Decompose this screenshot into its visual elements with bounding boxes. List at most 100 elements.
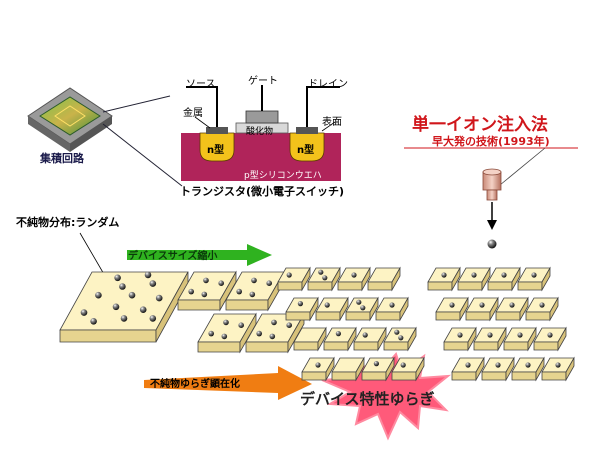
implanter-nozzle bbox=[486, 189, 498, 201]
impurity-atom bbox=[149, 315, 157, 322]
impurity-atom bbox=[203, 277, 209, 284]
drain-contact bbox=[296, 127, 318, 134]
device-block-side bbox=[347, 326, 357, 352]
chip-caption: 集積回路 bbox=[40, 152, 84, 165]
impurity-atom bbox=[539, 302, 545, 308]
impurity-atom bbox=[139, 306, 147, 314]
device-block-side bbox=[511, 266, 521, 292]
impurity-atom bbox=[441, 272, 447, 278]
implanter-top bbox=[482, 168, 502, 176]
surface-leader bbox=[321, 121, 336, 132]
impurity-atom bbox=[238, 322, 244, 329]
device-block-side bbox=[519, 296, 529, 322]
device-block-side bbox=[481, 266, 491, 292]
device-block-front bbox=[293, 341, 319, 351]
impurity-atom bbox=[373, 361, 379, 367]
n-region-source bbox=[199, 132, 235, 162]
device-block-side bbox=[377, 326, 387, 352]
device-block-side bbox=[317, 326, 327, 352]
device-block-front bbox=[465, 311, 491, 321]
drain-wire bbox=[306, 86, 340, 127]
device-block-front bbox=[375, 311, 401, 321]
impurity-atom bbox=[517, 332, 523, 338]
impurity-atom bbox=[114, 274, 121, 282]
impurity-atom bbox=[351, 272, 357, 278]
impurity-atom bbox=[271, 319, 277, 326]
source-wire bbox=[186, 86, 218, 127]
device-block-front bbox=[177, 299, 221, 311]
impurity-atom bbox=[362, 332, 368, 338]
device-block-front bbox=[285, 311, 311, 321]
ic-chip bbox=[27, 87, 113, 152]
device-block-side bbox=[399, 296, 409, 322]
n-type-source-label: n型 bbox=[207, 145, 225, 156]
device-block-side bbox=[459, 296, 469, 322]
impurity-atom bbox=[297, 301, 303, 307]
source-label: ソース bbox=[186, 79, 216, 90]
impurity-atom bbox=[128, 291, 136, 299]
impurity-atom bbox=[479, 302, 485, 308]
device-block-front bbox=[391, 371, 417, 381]
device-block-front bbox=[427, 281, 453, 291]
impurity-atom bbox=[155, 294, 163, 302]
impurity-atom bbox=[449, 302, 455, 308]
zoom-line-top bbox=[102, 95, 171, 113]
device-shrink-label: デバイスサイズ縮小 bbox=[128, 251, 218, 262]
device-block-side bbox=[385, 356, 395, 382]
ion-beam-arrowhead bbox=[487, 220, 497, 230]
device-block-front bbox=[451, 371, 477, 381]
device-block-front bbox=[525, 311, 551, 321]
impurity-atom bbox=[356, 299, 362, 305]
device-block-side bbox=[287, 312, 305, 354]
impurity-atom bbox=[360, 305, 366, 311]
device-block-front bbox=[337, 281, 363, 291]
device-block-side bbox=[565, 356, 575, 382]
device-block-front bbox=[353, 341, 379, 351]
ion-method-subtitle: 早大発の技術(1993年) bbox=[432, 135, 550, 148]
device-block-side bbox=[527, 326, 537, 352]
device-block-side bbox=[451, 266, 461, 292]
device-block-front bbox=[517, 281, 543, 291]
impurity-atom bbox=[400, 362, 406, 368]
impurity-atom bbox=[394, 329, 400, 335]
device-block-front bbox=[197, 341, 241, 353]
impurity-atom bbox=[495, 362, 501, 368]
impurity-atom bbox=[286, 322, 293, 329]
oxide-label: 酸化物 bbox=[246, 127, 274, 137]
device-block-side bbox=[309, 296, 319, 322]
device-block-front bbox=[331, 371, 357, 381]
impurity-atom bbox=[218, 280, 224, 287]
device-block-side bbox=[361, 266, 371, 292]
impurity-atom bbox=[120, 315, 128, 322]
chip-package-side-left bbox=[28, 116, 70, 152]
metal-label: 金属 bbox=[183, 108, 203, 119]
single-ion bbox=[487, 239, 497, 249]
device-block-side bbox=[557, 326, 567, 352]
impurity-atom bbox=[555, 362, 561, 368]
device-block-front bbox=[503, 341, 529, 351]
device-block-side bbox=[331, 266, 341, 292]
device-block-front bbox=[59, 329, 157, 343]
impurity-emerge-arrow bbox=[144, 366, 312, 400]
n-type-drain-label: n型 bbox=[297, 145, 315, 156]
impurity-atom bbox=[324, 302, 330, 308]
n-region-drain bbox=[289, 132, 325, 162]
device-block-front bbox=[473, 341, 499, 351]
drain-label: ドレイン bbox=[308, 79, 348, 90]
device-block-side bbox=[475, 356, 485, 382]
impurity-atom bbox=[398, 335, 404, 341]
chip-die-core bbox=[54, 105, 86, 127]
impurity-atom bbox=[223, 319, 229, 326]
impurity-atom bbox=[525, 362, 531, 368]
device-block-front bbox=[383, 341, 409, 351]
device-block-side bbox=[489, 296, 499, 322]
impurity-atom bbox=[119, 283, 126, 290]
gate-label: ゲート bbox=[248, 76, 278, 87]
device-block-side bbox=[325, 356, 335, 382]
transistor-caption: トランジスタ(微小電子スイッチ) bbox=[180, 185, 345, 198]
impurity-atom bbox=[149, 280, 157, 287]
impurity-atom bbox=[144, 271, 152, 279]
impurity-atom bbox=[208, 330, 214, 337]
device-block-side bbox=[467, 326, 477, 352]
